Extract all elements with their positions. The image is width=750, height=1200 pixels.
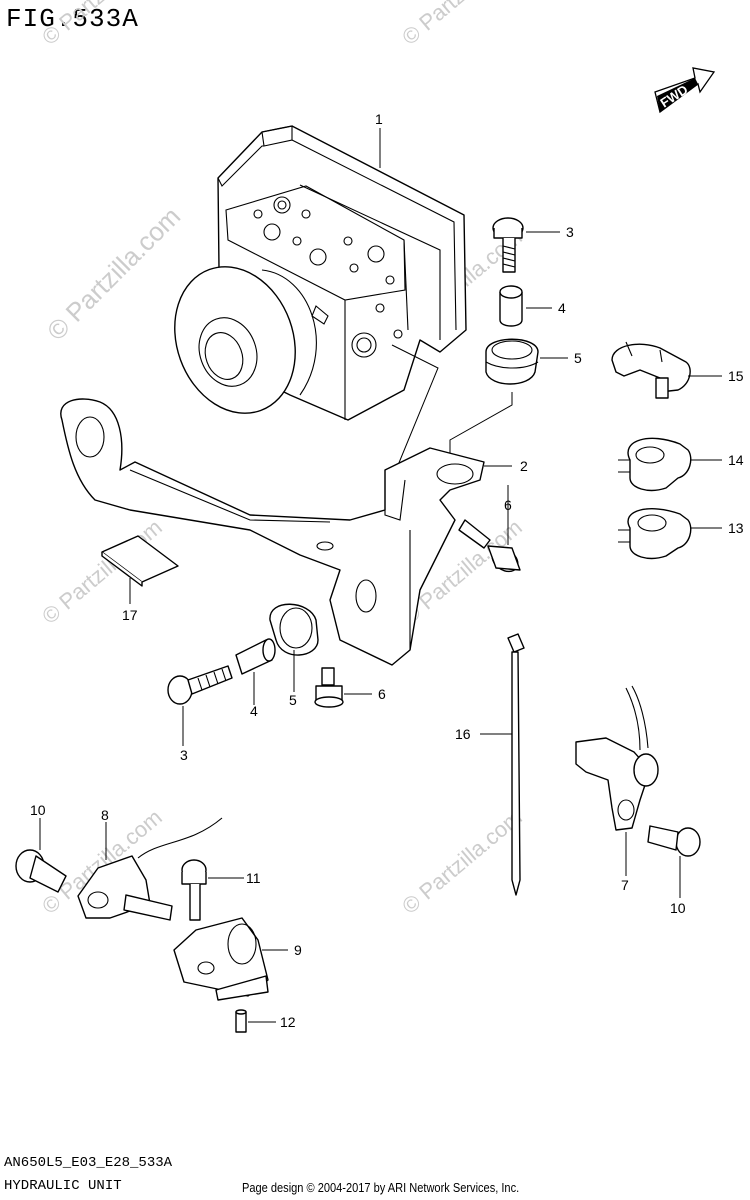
- callout-6-lower: 6: [378, 686, 386, 702]
- callout-15: 15: [728, 368, 744, 384]
- figure-title: FIG.533A: [6, 4, 139, 34]
- callout-5-lower: 5: [289, 692, 297, 708]
- fwd-arrow-icon: FWD: [654, 67, 716, 114]
- callout-10: 10: [30, 802, 46, 818]
- part-8-sensor: [77, 817, 223, 921]
- part-2-bracket: [60, 398, 485, 666]
- part-16-cable-tie: [507, 633, 525, 896]
- callout-14: 14: [728, 452, 744, 468]
- part-9-holder: [173, 917, 269, 1001]
- callout-3: 3: [566, 224, 574, 240]
- part-13-clamp: [618, 508, 692, 560]
- part-15-clamp: [611, 341, 691, 399]
- callout-7: 7: [621, 877, 629, 893]
- part-4-spacer-lower: [235, 638, 276, 675]
- part-4-spacer: [499, 285, 523, 327]
- part-5-grommet: [485, 338, 539, 385]
- callout-6: 6: [504, 497, 512, 513]
- callout-4-lower: 4: [250, 703, 258, 719]
- part-6-bolt-lower: [314, 667, 344, 708]
- callout-5: 5: [574, 350, 582, 366]
- part-10-bolt-right: [647, 825, 701, 857]
- callout-10-right: 10: [670, 900, 686, 916]
- part-5-grommet-lower: [269, 603, 319, 656]
- diagram-name: HYDRAULIC UNIT: [4, 1178, 122, 1194]
- watermark: © Partzilla.com: [397, 0, 527, 50]
- part-14-clamp: [618, 437, 692, 492]
- diagram-code: AN650L5_E03_E28_533A: [4, 1155, 173, 1171]
- part-7-sensor: [575, 685, 659, 831]
- callout-4: 4: [558, 300, 566, 316]
- copyright-notice: Page design © 2004-2017 by ARI Network S…: [242, 1180, 520, 1195]
- leader-lines: [39, 231, 722, 1023]
- part-3-bolt: [492, 217, 524, 273]
- callout-9: 9: [294, 942, 302, 958]
- callout-8: 8: [101, 807, 109, 823]
- callout-2: 2: [520, 458, 528, 474]
- part-12-pin: [235, 1009, 247, 1033]
- watermark-large: © Partzilla.com: [41, 201, 186, 346]
- part-17-pad: [101, 535, 179, 587]
- part-3-bolt-lower: [167, 665, 233, 705]
- part-6-bolt: [458, 519, 521, 573]
- part-11-bolt: [181, 859, 207, 921]
- callout-17: 17: [122, 607, 138, 623]
- part-1-hydraulic-unit: [174, 125, 467, 421]
- callout-16: 16: [455, 726, 471, 742]
- watermark: © Partzilla.com: [397, 804, 527, 918]
- callout-1: 1: [375, 111, 383, 127]
- part-10-bolt-left: [15, 849, 67, 893]
- callout-3-lower: 3: [180, 747, 188, 763]
- callout-12: 12: [280, 1014, 296, 1030]
- callout-13: 13: [728, 520, 744, 536]
- watermark: © Partzilla.com: [37, 0, 167, 50]
- callout-11: 11: [246, 870, 261, 886]
- callout-labels: 1 2 3 4 5 6 7 8 9 10 11 12 13 14 15 16 1…: [30, 111, 744, 1030]
